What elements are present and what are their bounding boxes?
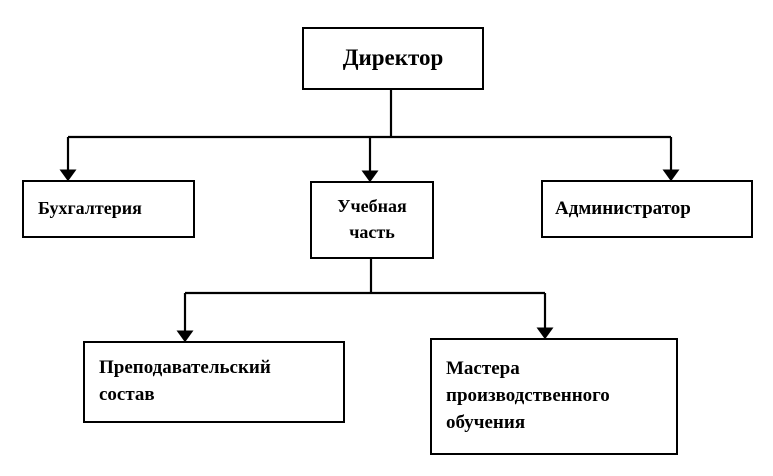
edge-academic-bus	[185, 259, 545, 295]
node-production-masters[interactable]: Мастера производственного обучения	[430, 338, 678, 455]
node-teaching-staff-line-1: Преподавательский	[99, 357, 271, 379]
edge-director-bus	[68, 90, 671, 139]
node-teaching-staff[interactable]: Преподавательский состав	[83, 341, 345, 423]
node-academic-line-1: Учебная	[337, 196, 407, 217]
node-accounting-line-1: Бухгалтерия	[38, 198, 142, 219]
node-academic-line-2: часть	[349, 222, 395, 242]
node-academic-department[interactable]: Учебная часть	[310, 181, 434, 259]
node-administrator-line-1: Администратор	[555, 197, 691, 219]
node-production-masters-line-1: Мастера	[446, 358, 520, 380]
node-director-line-1: Директор	[342, 45, 444, 71]
node-production-masters-line-2: производственного	[446, 385, 610, 407]
node-teaching-staff-line-2: состав	[99, 384, 155, 405]
node-administrator[interactable]: Администратор	[541, 180, 753, 238]
node-accounting[interactable]: Бухгалтерия	[22, 180, 195, 238]
node-director[interactable]: Директор	[302, 27, 484, 90]
node-production-masters-line-3: обучения	[446, 411, 526, 433]
